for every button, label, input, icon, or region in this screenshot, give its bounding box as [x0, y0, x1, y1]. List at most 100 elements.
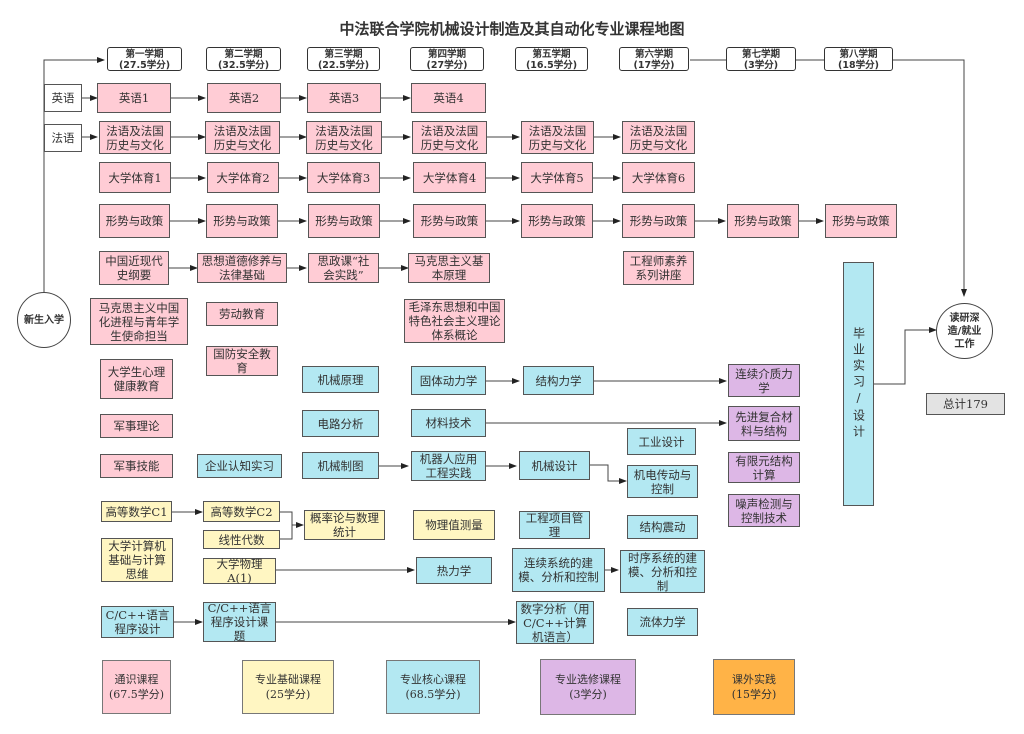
semester-header: 第七学期(3学分) — [726, 47, 796, 71]
course-box: 噪声检测与控制技术 — [728, 494, 800, 527]
course-box: 劳动教育 — [206, 302, 278, 326]
connector — [280, 511, 293, 540]
course-box: 法语及法国历史与文化 — [412, 121, 487, 154]
semester-name: 第八学期 — [839, 49, 878, 60]
course-box: 思想道德修养与法律基础 — [197, 253, 287, 283]
connector — [590, 464, 627, 484]
semester-header: 第六学期(17学分) — [619, 47, 689, 71]
total-credits: 总计179 — [926, 393, 1005, 415]
course-box: 大学体育5 — [521, 162, 593, 193]
course-box: 材料技术 — [411, 409, 486, 437]
course-box: 形势与政策 — [521, 204, 593, 238]
course-box: 英语4 — [411, 83, 486, 113]
row-label-french: 法语 — [44, 124, 82, 152]
course-box: 形势与政策 — [308, 204, 380, 238]
semester-header: 第二学期(32.5学分) — [206, 47, 281, 71]
connector-semester-end — [690, 59, 967, 297]
graduation-box: 毕业实习/设计 — [843, 262, 874, 506]
semester-credits: (32.5学分) — [217, 60, 270, 71]
course-box: 大学体育6 — [622, 162, 695, 193]
course-box: C/C++语言程序设计 — [101, 606, 174, 638]
semester-credits: (27.5学分) — [118, 60, 171, 71]
course-box: 大学计算机基础与计算思维 — [101, 538, 173, 582]
course-box: 法语及法国历史与文化 — [521, 121, 594, 154]
course-box: 大学体育4 — [413, 162, 486, 193]
course-box: 机械原理 — [302, 366, 379, 393]
course-box: 国防安全教育 — [206, 346, 278, 376]
semester-name: 第三学期 — [324, 49, 363, 60]
course-box: 军事技能 — [100, 454, 173, 478]
course-box: 高等数学C2 — [203, 501, 280, 522]
semester-credits: (22.5学分) — [317, 60, 370, 71]
semester-name: 第六学期 — [634, 49, 673, 60]
course-box: 法语及法国历史与文化 — [99, 121, 171, 154]
course-box: 结构力学 — [523, 366, 594, 395]
semester-header: 第一学期(27.5学分) — [107, 47, 182, 71]
semester-header: 第八学期(18学分) — [824, 47, 893, 71]
course-box: 机器人应用工程实践 — [411, 451, 486, 481]
course-box: 工程项目管理 — [519, 511, 590, 539]
course-box: 形势与政策 — [413, 204, 486, 238]
course-box: 电路分析 — [302, 410, 379, 437]
semester-credits: (18学分) — [838, 60, 879, 71]
course-box: 法语及法国历史与文化 — [306, 121, 382, 154]
course-box: 数字分析（用C/C++计算机语言） — [516, 601, 594, 644]
connector-start-semester — [43, 57, 105, 312]
course-box: 企业认知实习 — [197, 454, 282, 478]
course-box: 毛泽东思想和中国特色社会主义理论体系概论 — [404, 299, 505, 343]
legend-credits: (67.5学分) — [108, 688, 165, 701]
course-box: 机械制图 — [302, 452, 379, 479]
semester-credits: (3学分) — [743, 60, 779, 71]
legend-label: 专业基础课程 — [255, 673, 321, 686]
course-box: 工业设计 — [627, 428, 696, 455]
course-box: 连续介质力学 — [728, 364, 800, 397]
semester-credits: (16.5学分) — [525, 60, 578, 71]
page-title: 中法联合学院机械设计制造及其自动化专业课程地图 — [339, 20, 685, 38]
legend-label: 通识课程 — [114, 673, 159, 686]
legend-foundation: 专业基础课程 (25学分) — [242, 660, 334, 714]
course-box: 机械设计 — [519, 451, 590, 480]
course-box: 马克思主义中国化进程与青年学生使命担当 — [90, 298, 188, 345]
course-box: 中国近现代史纲要 — [99, 251, 169, 285]
row-label-english: 英语 — [44, 84, 82, 112]
course-box: 固体动力学 — [411, 366, 486, 395]
connector — [873, 327, 937, 385]
course-box: 英语3 — [307, 83, 381, 113]
end-node: 读研深造/就业工作 — [936, 303, 993, 359]
course-box: 大学生心理健康教育 — [100, 359, 173, 399]
course-box: 物理值测量 — [413, 510, 495, 540]
course-box: 流体力学 — [627, 608, 698, 636]
course-box: 工程师素养系列讲座 — [623, 251, 694, 285]
course-box: 大学体育1 — [99, 162, 171, 193]
semester-header: 第三学期(22.5学分) — [307, 47, 380, 71]
legend-label: 课外实践 — [732, 673, 776, 686]
course-box: 线性代数 — [203, 530, 280, 549]
course-box: 大学物理A(1) — [203, 557, 276, 585]
course-box: 英语2 — [207, 83, 281, 113]
legend-label: 专业选修课程 — [555, 673, 621, 686]
legend-credits: (3学分) — [569, 688, 607, 701]
legend-label: 专业核心课程 — [400, 673, 466, 686]
course-box: 法语及法国历史与文化 — [622, 121, 695, 154]
course-box: 连续系统的建模、分析和控制 — [512, 548, 605, 592]
semester-name: 第七学期 — [741, 49, 780, 60]
course-box: 马克思主义基本原理 — [408, 253, 490, 283]
semester-name: 第一学期 — [125, 49, 164, 60]
course-box: 概率论与数理统计 — [304, 510, 385, 540]
legend-credits: (25学分) — [265, 688, 311, 701]
semester-header: 第五学期(16.5学分) — [515, 47, 588, 71]
semester-credits: (17学分) — [633, 60, 675, 71]
course-box: 高等数学C1 — [101, 501, 172, 522]
semester-credits: (27学分) — [426, 60, 468, 71]
course-box: 大学体育3 — [307, 162, 380, 193]
legend-practice: 课外实践(15学分) — [713, 659, 795, 715]
course-box: 结构震动 — [627, 515, 698, 539]
course-box: 形势与政策 — [727, 204, 799, 238]
course-box: 军事理论 — [100, 414, 173, 438]
legend-elective: 专业选修课程 (3学分) — [540, 659, 636, 715]
semester-name: 第四学期 — [427, 49, 466, 60]
start-node: 新生入学 — [17, 292, 71, 348]
semester-name: 第五学期 — [532, 49, 571, 60]
legend-core: 专业核心课程(68.5学分) — [386, 660, 480, 714]
course-box: 英语1 — [97, 83, 171, 113]
